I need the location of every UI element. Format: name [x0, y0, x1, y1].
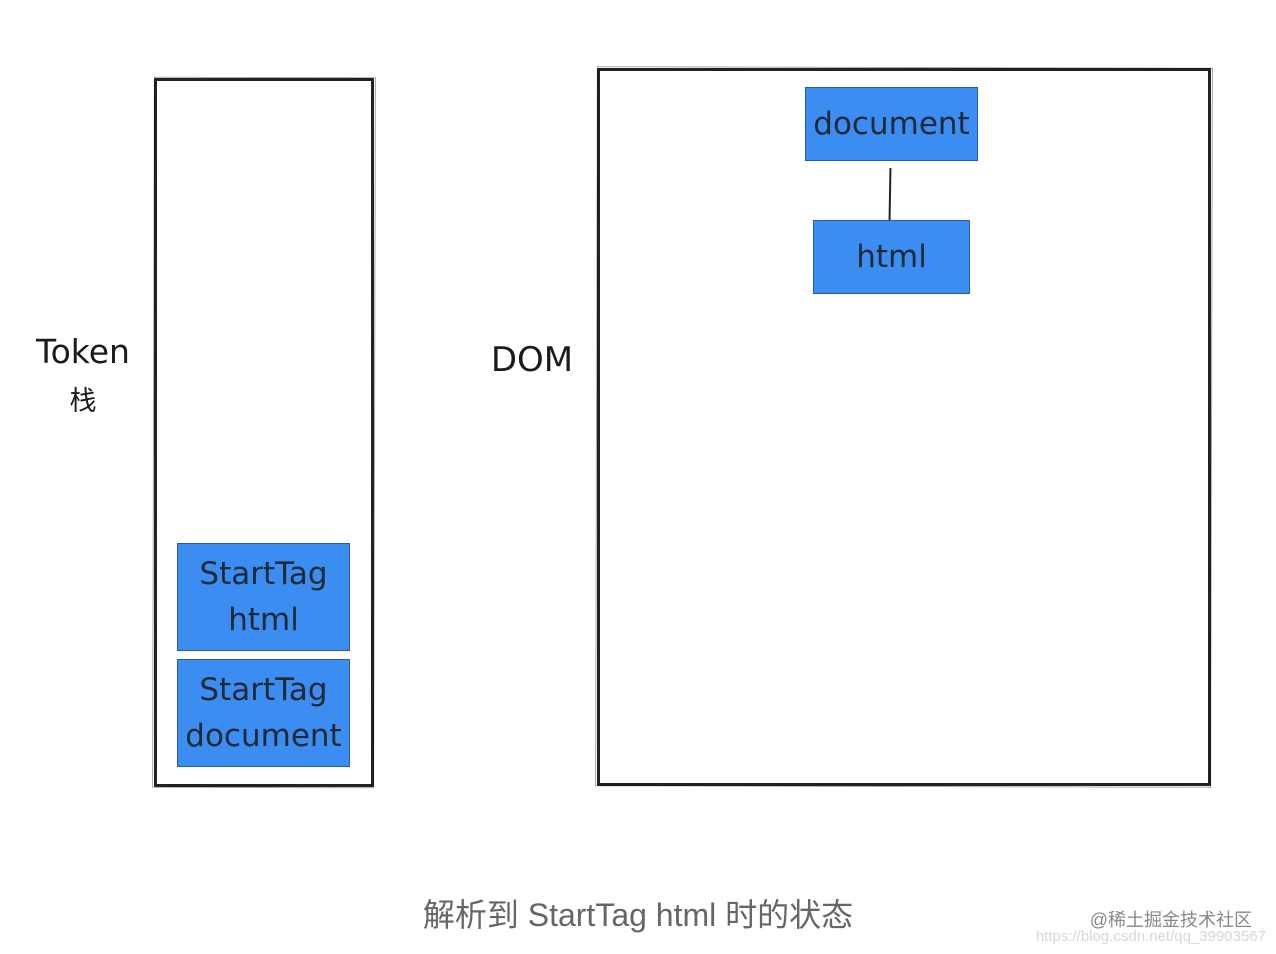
dom-label: DOM [490, 340, 574, 380]
dom-container [597, 68, 1211, 786]
url-watermark: https://blog.csdn.net/qq_39903567 [1035, 928, 1266, 945]
stack-label: 栈 [69, 386, 97, 417]
dom-node-label: document [813, 105, 970, 142]
stack-item-starttag-document: StartTag document [177, 659, 350, 767]
token-stack-label: Token 栈 [28, 332, 138, 418]
dom-node-html: html [813, 220, 970, 294]
stack-item-name: document [185, 718, 342, 754]
figure-caption: 解析到 StartTag html 时的状态 [422, 897, 854, 933]
token-label: Token [36, 332, 130, 371]
brand-watermark: @稀土掘金技术社区 [1089, 910, 1252, 930]
stack-item-tag: StartTag [199, 671, 328, 708]
stack-item-name: html [228, 602, 299, 638]
token-stack-container [154, 78, 374, 787]
stack-item-tag: StartTag [199, 555, 328, 592]
dom-node-label: html [856, 238, 927, 275]
dom-node-document: document [805, 87, 978, 161]
stack-item-starttag-html: StartTag html [177, 543, 350, 651]
